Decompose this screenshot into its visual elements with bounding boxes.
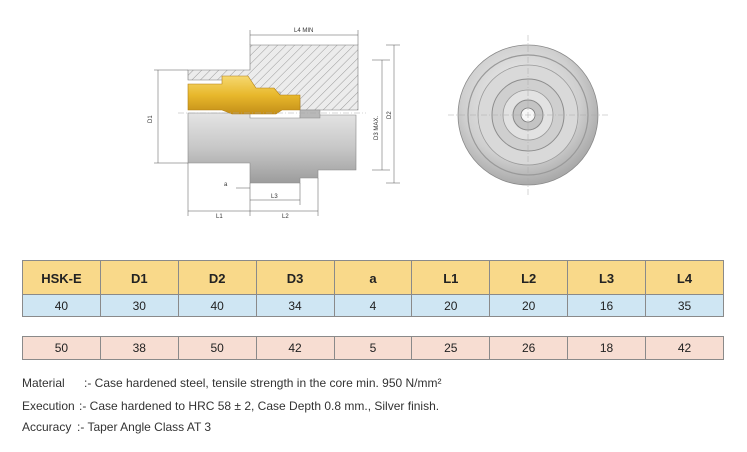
header-d3: D3	[255, 260, 335, 296]
table-cell: 35	[645, 294, 724, 317]
header-d1: D1	[99, 260, 179, 296]
label-d1: D1	[148, 115, 154, 123]
note-label: Execution	[22, 399, 75, 413]
table-cell: 5	[333, 336, 413, 360]
label-l3: L3	[271, 194, 278, 200]
note-execution: Execution :- Case hardened to HRC 58 ± 2,…	[22, 399, 439, 413]
spec-table-header: HSK-E D1 D2 D3 a L1 L2 L3 L4	[22, 260, 724, 296]
note-text: :- Taper Angle Class AT 3	[77, 420, 212, 434]
side-section-view	[178, 44, 366, 184]
header-l1: L1	[411, 260, 491, 296]
table-cell: 38	[99, 336, 179, 360]
table-cell: 50	[177, 336, 257, 360]
note-material: Material :- Case hardened steel, tensile …	[22, 376, 442, 390]
label-a: a	[224, 182, 228, 188]
table-cell: 50	[22, 336, 101, 360]
note-label: Accuracy	[22, 420, 72, 434]
header-d2: D2	[177, 260, 257, 296]
header-l4: L4	[645, 260, 724, 296]
table-row: 50 38 50 42 5 25 26 18 42	[22, 336, 724, 360]
header-l3: L3	[567, 260, 646, 296]
table-cell: 30	[99, 294, 179, 317]
table-cell: 40	[22, 294, 101, 317]
table-row: 40 30 40 34 4 20 20 16 35	[22, 294, 724, 317]
label-l2: L2	[282, 214, 289, 220]
label-l4-min: L4 MIN	[294, 28, 313, 34]
front-view	[448, 35, 608, 195]
header-hsk-e: HSK-E	[22, 260, 101, 296]
table-cell: 42	[255, 336, 335, 360]
header-l2: L2	[489, 260, 569, 296]
header-a: a	[333, 260, 413, 296]
label-d3-max: D3 MAX.	[374, 116, 380, 140]
note-accuracy: Accuracy :- Taper Angle Class AT 3	[22, 420, 211, 434]
table-cell: 34	[255, 294, 335, 317]
table-cell: 18	[567, 336, 646, 360]
label-l1: L1	[216, 214, 223, 220]
note-text: :- Case hardened steel, tensile strength…	[84, 376, 442, 390]
label-d2: D2	[387, 111, 393, 119]
note-label: Material	[22, 376, 65, 390]
technical-drawing: L4 MIN D1 D3 MAX. D2 a L3 L1 L2	[148, 28, 608, 220]
note-text: :- Case hardened to HRC 58 ± 2, Case Dep…	[79, 399, 440, 413]
table-cell: 26	[489, 336, 569, 360]
table-cell: 40	[177, 294, 257, 317]
table-cell: 42	[645, 336, 724, 360]
table-cell: 4	[333, 294, 413, 317]
table-cell: 20	[411, 294, 491, 317]
table-cell: 25	[411, 336, 491, 360]
dimension-lines	[154, 30, 400, 216]
table-cell: 20	[489, 294, 569, 317]
table-cell: 16	[567, 294, 646, 317]
